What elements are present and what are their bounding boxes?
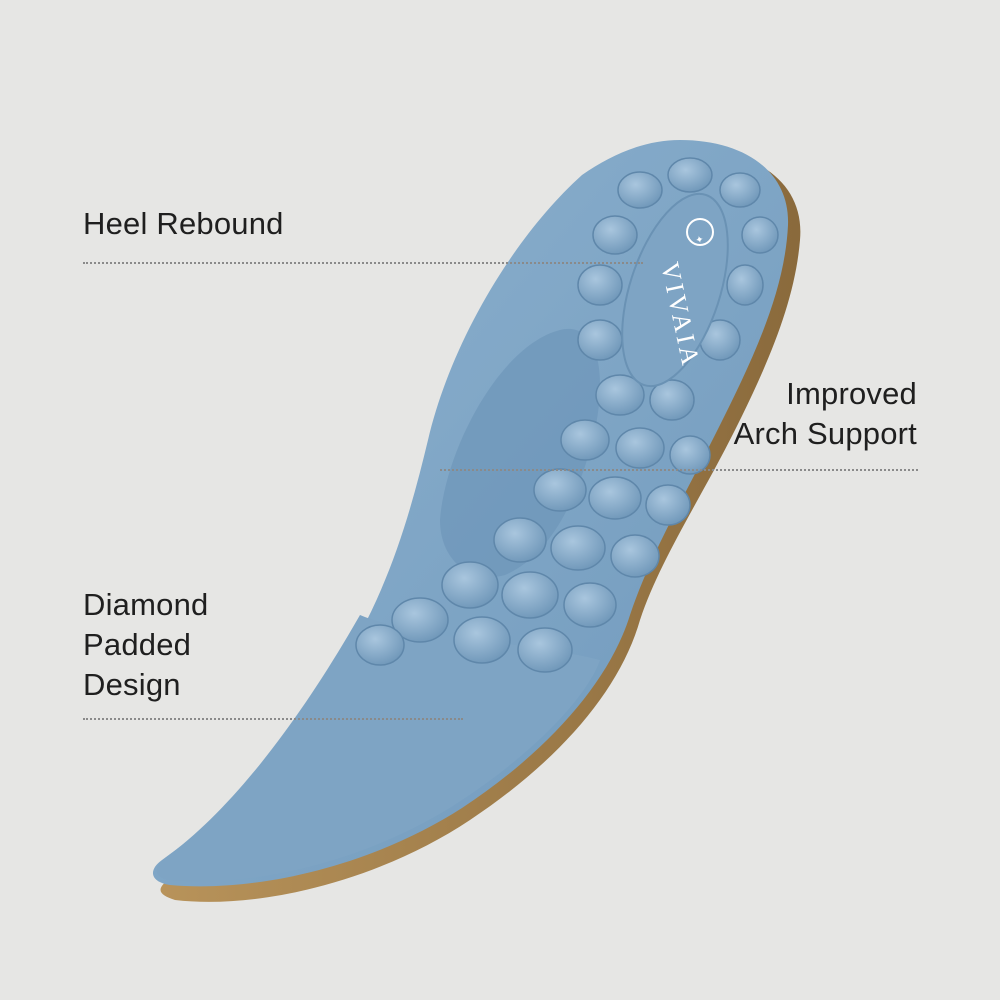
diamond-line-3: Design [83, 667, 181, 702]
label-diamond-padded: Diamond Padded Design [83, 585, 208, 705]
diamond-line-2: Padded [83, 627, 192, 662]
forefoot-fabric [156, 615, 600, 882]
label-arch-support: Improved Arch Support [734, 374, 917, 454]
leader-line-heel [83, 262, 643, 264]
leader-line-diamond [83, 718, 463, 720]
arch-pad [440, 328, 600, 578]
leader-line-arch [440, 469, 918, 471]
brand-oval [621, 192, 729, 388]
label-heel-rebound: Heel Rebound [83, 204, 284, 244]
heel-rebound-text: Heel Rebound [83, 206, 284, 241]
diamond-pads [355, 157, 779, 673]
brand-logo-icon [686, 218, 714, 246]
brand-logo-mark: ✦ [692, 234, 705, 244]
diamond-line-1: Diamond [83, 587, 209, 622]
arch-line-2: Arch Support [733, 416, 917, 451]
arch-line-1: Improved [786, 376, 917, 411]
